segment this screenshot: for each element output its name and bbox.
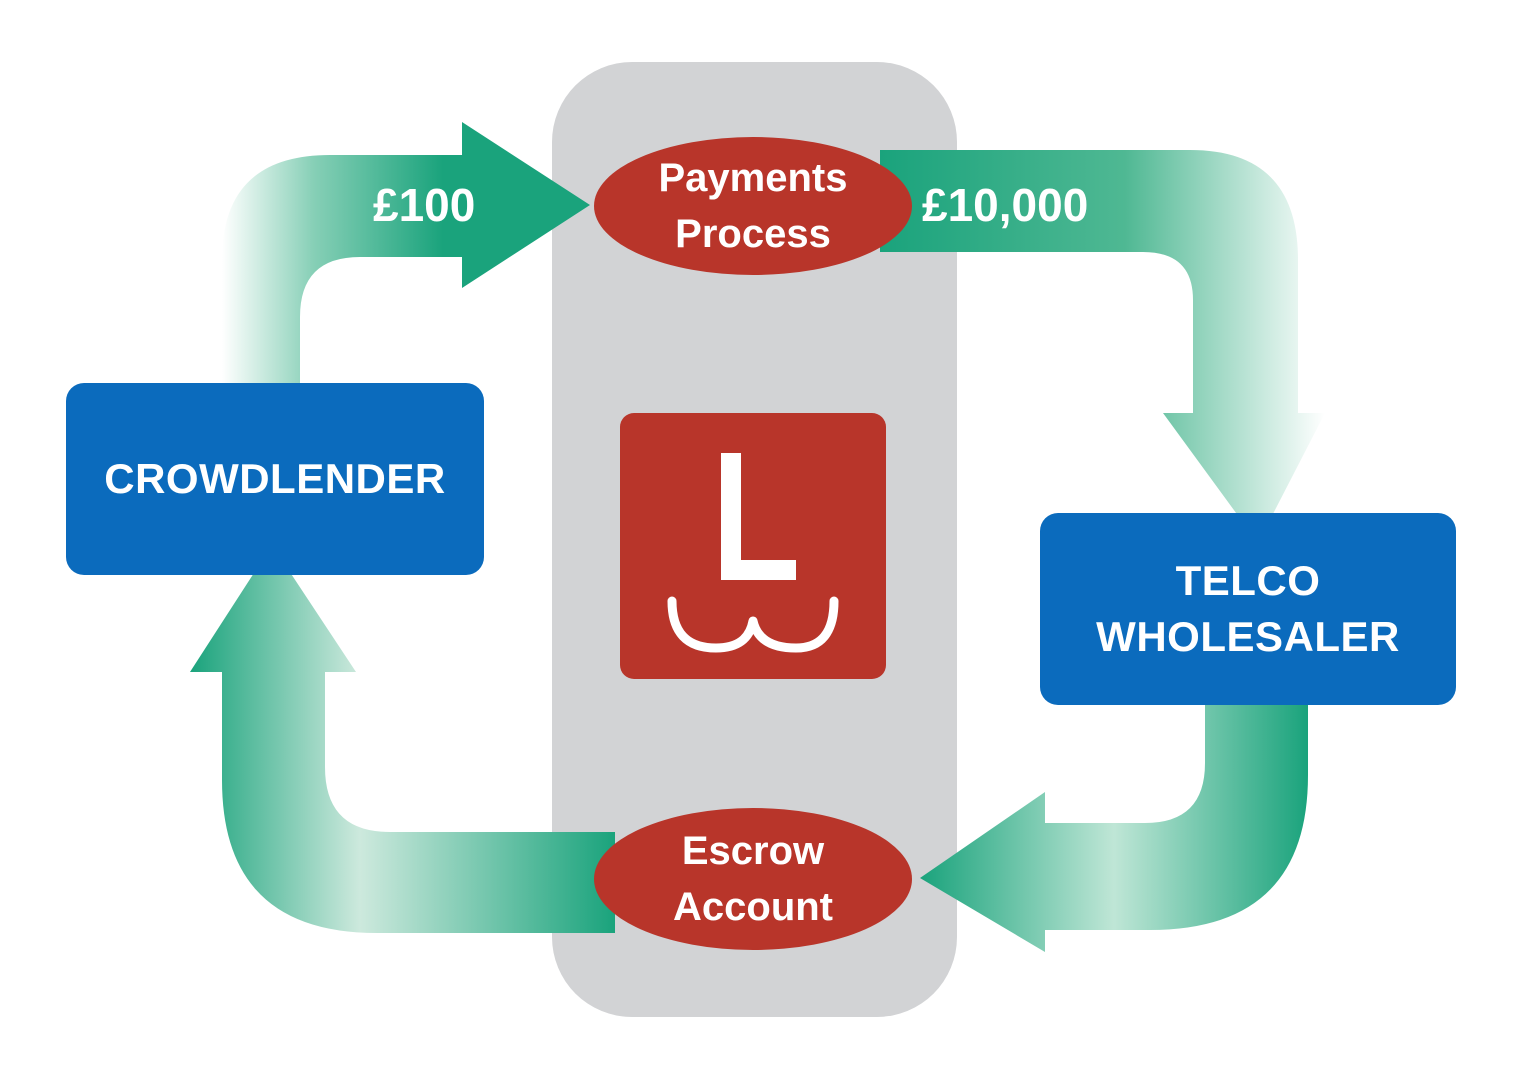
arrow-telco-to-escrow	[920, 703, 1308, 952]
escrow-line-2: Account	[673, 885, 833, 929]
payments-process-node: Payments Process	[594, 137, 912, 275]
crowdlender-label: CROWDLENDER	[104, 455, 446, 502]
telco-wholesaler-box: TELCO WHOLESALER	[1040, 513, 1456, 705]
amount-to-payments: £100	[373, 179, 476, 231]
logo-letter-l	[721, 453, 796, 580]
telco-wholesaler-label: TELCO WHOLESALER	[1096, 553, 1400, 665]
telco-line-2: WHOLESALER	[1096, 613, 1400, 660]
arrow-payments-to-telco	[880, 150, 1325, 543]
payments-line-2: Process	[675, 212, 831, 256]
arrow-escrow-to-crowdlender	[190, 545, 615, 933]
escrow-account-node: Escrow Account	[594, 808, 912, 950]
amount-to-telco: £10,000	[922, 179, 1089, 231]
logo-mark-icon	[667, 453, 839, 653]
telco-line-1: TELCO	[1175, 557, 1321, 604]
payments-process-label: Payments Process	[659, 150, 848, 262]
payments-line-1: Payments	[658, 156, 848, 200]
arrow-crowdlender-to-payments	[222, 122, 590, 383]
escrow-account-label: Escrow Account	[673, 823, 833, 935]
logo-smile	[667, 596, 839, 653]
crowdlender-box: CROWDLENDER	[66, 383, 484, 575]
escrow-line-1: Escrow	[681, 829, 825, 873]
company-logo	[620, 413, 886, 679]
